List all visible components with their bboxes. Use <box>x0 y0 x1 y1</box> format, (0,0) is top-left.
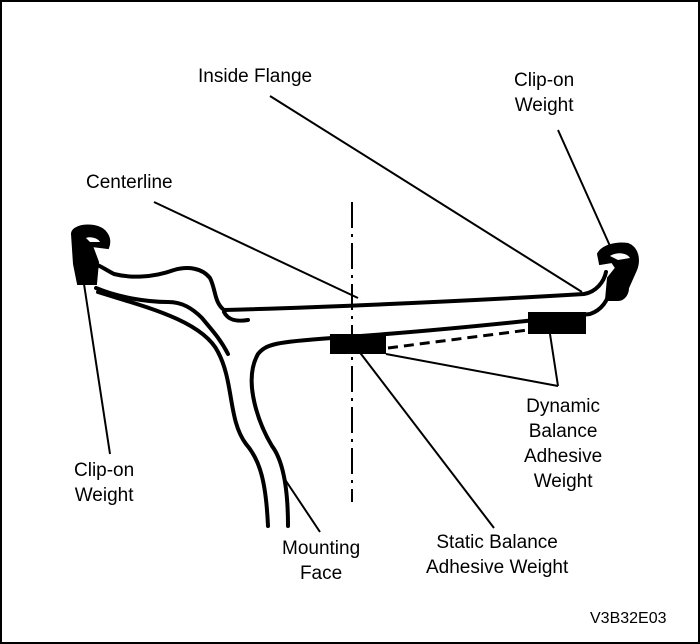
leader-inside-flange <box>269 95 583 293</box>
rim-outline <box>93 262 608 312</box>
leader-dynamic-balance-a <box>385 353 559 387</box>
adhesive-weight-dashed-line <box>387 328 529 350</box>
leader-clip-on-weight-top <box>557 129 611 247</box>
rim-inner-contour <box>94 286 230 356</box>
clip-on-weight-left-shape <box>70 224 111 285</box>
mounting-disc-left <box>96 290 270 528</box>
dynamic-balance-weight <box>528 312 586 334</box>
label-clip-on-weight-top: Clip-on Weight <box>514 70 575 116</box>
static-balance-weight <box>330 334 386 354</box>
leader-static-balance <box>357 349 495 529</box>
clip-on-weight-right-inner <box>610 253 630 260</box>
rim-bead-seat <box>222 310 250 323</box>
label-mounting-face: Mounting Face <box>282 538 361 584</box>
label-static-balance: Static Balance Adhesive Weight <box>426 532 569 578</box>
leader-centerline <box>153 201 359 299</box>
label-dynamic-balance: Dynamic Balance Adhesive Weight <box>524 396 603 492</box>
clip-on-weight-left-inner <box>86 237 100 242</box>
label-centerline: Centerline <box>86 172 173 193</box>
leader-mounting-face <box>283 477 321 533</box>
mounting-disc-right <box>249 288 612 528</box>
leader-dynamic-balance-b <box>549 333 559 387</box>
figure-id: V3B32E03 <box>590 610 667 627</box>
label-inside-flange: Inside Flange <box>198 66 313 87</box>
label-clip-on-weight-left: Clip-on Weight <box>74 460 135 506</box>
leader-clip-on-weight-left <box>83 283 111 455</box>
clip-on-weight-right-shape <box>596 242 639 301</box>
